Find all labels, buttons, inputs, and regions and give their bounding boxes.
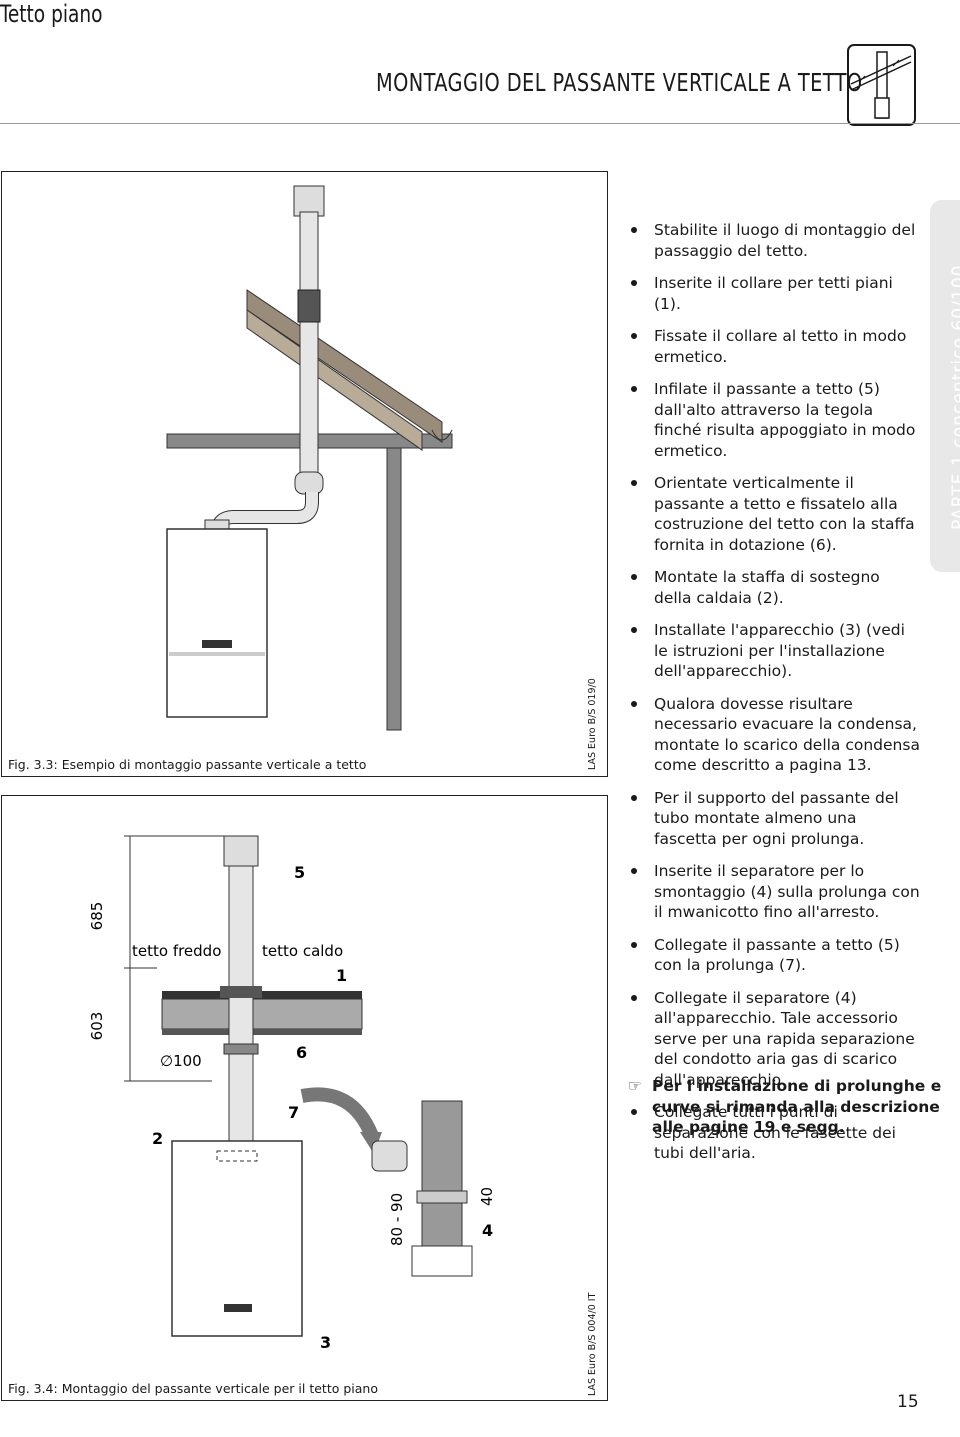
label-5: 5 <box>294 863 305 882</box>
side-tab <box>930 200 960 572</box>
flue-roof-diagram <box>166 185 453 731</box>
flat-roof-diagram: 685 603 tetto freddo tetto caldo 5 1 6 7… <box>88 835 496 1352</box>
header-rule <box>0 123 960 124</box>
figure-code: LAS Euro B/S 004/0 IT <box>587 1292 598 1396</box>
roof-flue-icon <box>847 44 916 126</box>
section-title: Tetto piano <box>0 0 103 28</box>
label-7: 7 <box>288 1103 299 1122</box>
instruction-item: Collegate il separatore (4) all'apparecc… <box>628 988 920 1091</box>
label-d100: ∅100 <box>160 1052 202 1070</box>
label-1: 1 <box>336 966 347 985</box>
instruction-item: Inserite il collare per tetti piani (1). <box>628 273 920 314</box>
label-tetto-caldo: tetto caldo <box>262 942 343 960</box>
instruction-item: Stabilite il luogo di montaggio del pass… <box>628 220 920 261</box>
instruction-item: Fissate il collare al tetto in modo erme… <box>628 326 920 367</box>
instruction-item: Infilate il passante a tetto (5) dall'al… <box>628 379 920 461</box>
label-40: 40 <box>478 1187 496 1206</box>
page-number: 15 <box>897 1392 919 1412</box>
instruction-item: Orientate verticalmente il passante a te… <box>628 473 920 555</box>
note: ☞ Per l installazione di prolunghe e cur… <box>628 1076 944 1138</box>
instruction-item: Inserite il separatore per lo smontaggio… <box>628 861 920 923</box>
dim-685: 685 <box>88 902 106 931</box>
figure-code: LAS Euro B/S 019/0 <box>587 678 598 770</box>
figure-caption: Fig. 3.3: Esempio di montaggio passante … <box>8 757 367 772</box>
label-tetto-freddo: tetto freddo <box>132 942 221 960</box>
label-80-90: 80 - 90 <box>388 1193 406 1246</box>
instruction-item: Per il supporto del passante del tubo mo… <box>628 788 920 850</box>
instruction-item: Montate la staffa di sostegno della cald… <box>628 567 920 608</box>
label-6: 6 <box>296 1043 307 1062</box>
instruction-item: Collegate il passante a tetto (5) con la… <box>628 935 920 976</box>
page-title: MONTAGGIO DEL PASSANTE VERTICALE A TETTO <box>376 68 863 97</box>
note-text: Per l installazione di prolunghe e curve… <box>652 1077 942 1136</box>
figure-3-4: 685 603 tetto freddo tetto caldo 5 1 6 7… <box>1 795 608 1401</box>
label-3: 3 <box>320 1333 331 1352</box>
label-2: 2 <box>152 1129 163 1148</box>
dim-603: 603 <box>88 1012 106 1041</box>
figure-caption: Fig. 3.4: Montaggio del passante vertica… <box>8 1381 378 1396</box>
figure-3-3 <box>1 171 608 777</box>
instruction-item: Installate l'apparecchio (3) (vedi le is… <box>628 620 920 682</box>
label-4: 4 <box>482 1221 493 1240</box>
instruction-item: Qualora dovesse risultare necessario eva… <box>628 694 920 776</box>
side-tab-label: PARTE 1 concentrico 60/100 <box>948 264 960 530</box>
instruction-item: Collegate tutti i punti di separazione c… <box>628 1102 920 1164</box>
pointing-hand-icon: ☞ <box>628 1077 642 1095</box>
instruction-list: Stabilite il luogo di montaggio del pass… <box>628 220 920 1176</box>
